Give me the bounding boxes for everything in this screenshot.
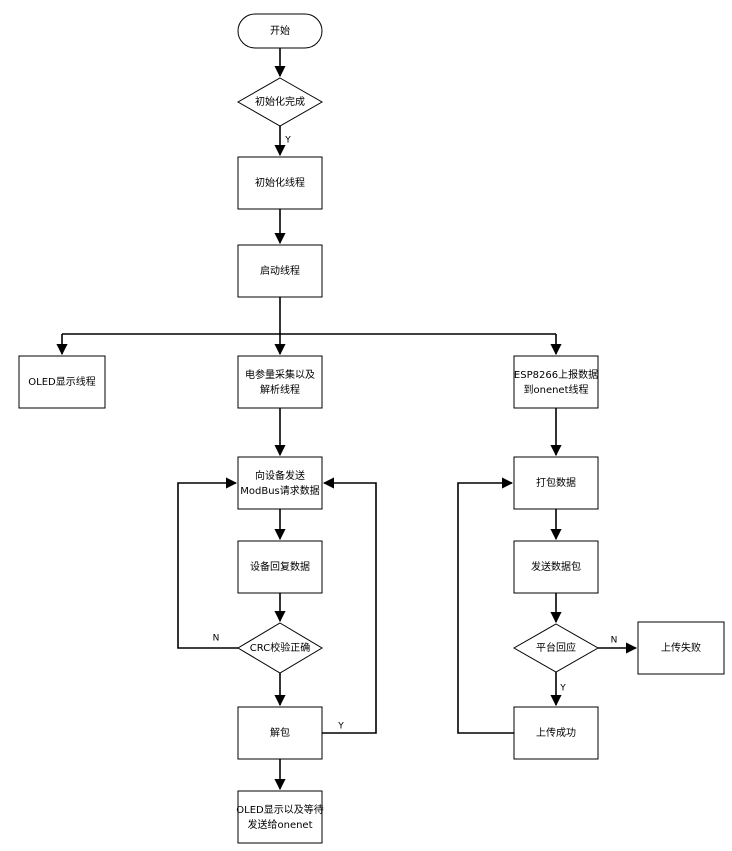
edge-label-unpack-yes: Y	[337, 722, 344, 732]
edge-label-crc-no: N	[213, 634, 220, 644]
edge-label-platform-yes: Y	[559, 684, 566, 694]
send-packet-label: 发送数据包	[531, 560, 581, 573]
collect-thread-label-line2: 解析线程	[260, 383, 300, 396]
upload-success-box	[513, 706, 599, 760]
send-packet-box	[513, 540, 599, 594]
oled-wait-label-line1: OLED显示以及等待	[236, 803, 323, 816]
collect-thread-label-line1: 电参量采集以及	[245, 368, 315, 381]
oled-wait-box	[237, 790, 323, 844]
esp-thread-label-line2: 到onenet线程	[523, 383, 588, 396]
crc-check-label: CRC校验正确	[250, 641, 310, 654]
unpack-label: 解包	[270, 726, 290, 739]
upload-fail-box	[637, 621, 725, 675]
edge-label-init-yes: Y	[284, 136, 291, 146]
upload-fail-label: 上传失败	[661, 641, 701, 654]
oled-thread-box	[18, 355, 106, 409]
edge-crc-no-loop	[177, 477, 238, 649]
pack-data-label: 打包数据	[536, 476, 576, 489]
start-thread-box	[237, 244, 323, 298]
upload-success-label: 上传成功	[536, 727, 576, 739]
oled-thread-label: OLED显示线程	[28, 375, 95, 388]
esp-thread-label-line1: ESP8266上报数据	[514, 368, 598, 381]
device-reply-label: 设备回复数据	[250, 560, 310, 573]
init-done-label: 初始化完成	[255, 95, 305, 108]
init-thread-label: 初始化线程	[255, 176, 305, 189]
send-request-box	[237, 456, 323, 510]
collect-thread-box	[237, 355, 323, 409]
start-label: 开始	[270, 24, 290, 37]
send-request-label-line2: ModBus请求数据	[240, 484, 320, 497]
send-request-label-line1: 向设备发送	[255, 469, 305, 482]
init-thread-box	[237, 156, 323, 210]
unpack-box	[237, 706, 323, 760]
esp-thread-box	[513, 355, 599, 409]
platform-reply-label: 平台回应	[536, 641, 576, 654]
device-reply-box	[237, 540, 323, 594]
edge-unpack-yes-loop	[322, 477, 377, 734]
pack-data-box	[513, 456, 599, 510]
edge-label-platform-no: N	[611, 636, 618, 646]
edge-success-loop	[457, 477, 514, 734]
start-thread-label: 启动线程	[260, 264, 300, 277]
oled-wait-label-line2: 发送给onenet	[247, 818, 312, 831]
